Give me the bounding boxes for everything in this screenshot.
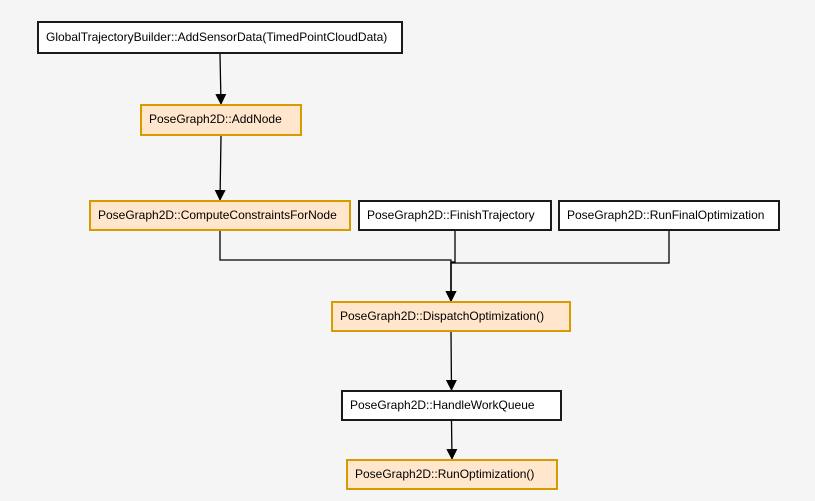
node-run-optimization[interactable]: PoseGraph2D::RunOptimization() bbox=[346, 459, 558, 490]
node-add-sensor-data[interactable]: GlobalTrajectoryBuilder::AddSensorData(T… bbox=[37, 21, 403, 54]
node-finish-trajectory[interactable]: PoseGraph2D::FinishTrajectory bbox=[358, 200, 552, 231]
flow-arrow bbox=[445, 331, 457, 391]
flow-arrow bbox=[215, 53, 227, 105]
flow-arrow bbox=[219, 231, 457, 302]
flow-arrow bbox=[446, 420, 458, 460]
node-dispatch-optimization[interactable]: PoseGraph2D::DispatchOptimization() bbox=[331, 301, 571, 332]
node-add-node[interactable]: PoseGraph2D::AddNode bbox=[140, 104, 302, 136]
node-compute-constraints-for-node[interactable]: PoseGraph2D::ComputeConstraintsForNode bbox=[89, 200, 351, 231]
flow-arrow bbox=[445, 231, 670, 302]
flow-arrow bbox=[214, 135, 226, 201]
node-run-final-optimization[interactable]: PoseGraph2D::RunFinalOptimization bbox=[558, 200, 780, 231]
node-handle-work-queue[interactable]: PoseGraph2D::HandleWorkQueue bbox=[341, 390, 562, 421]
